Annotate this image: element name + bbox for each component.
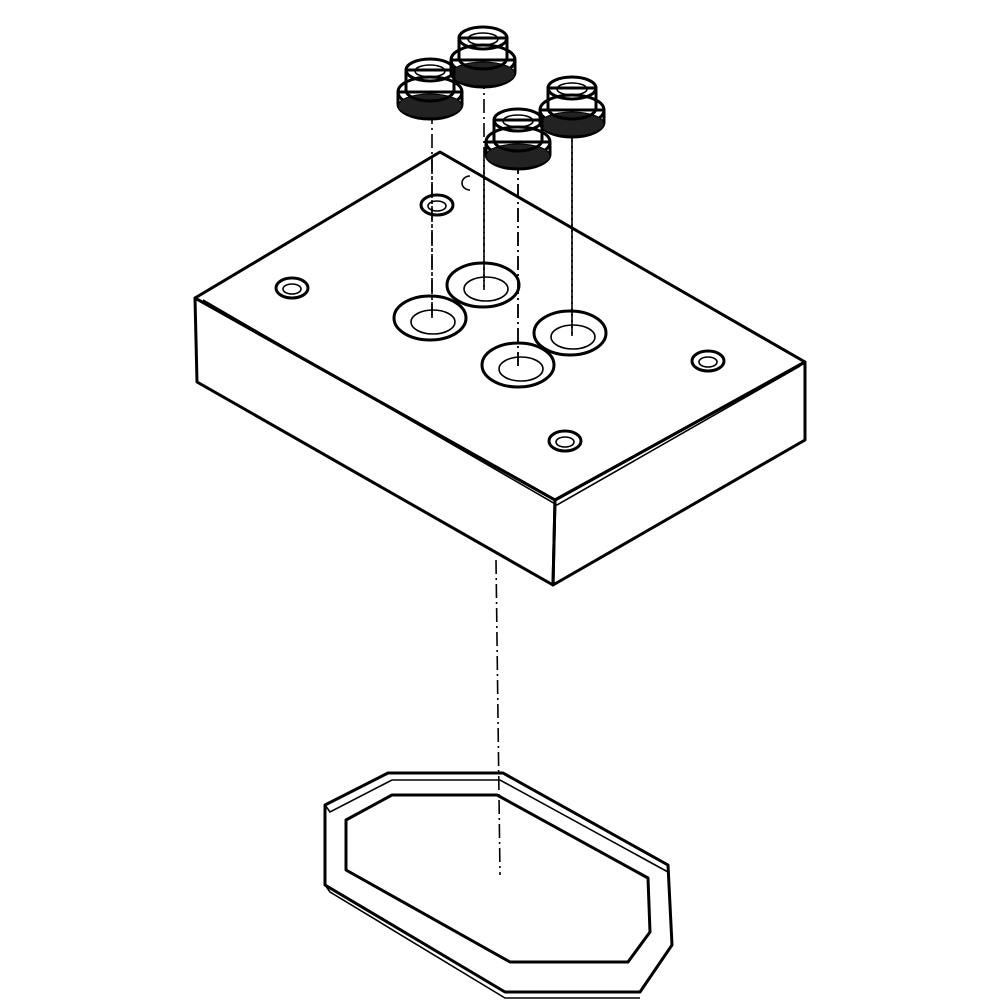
port-inner [550,324,596,350]
fitting [449,25,517,89]
screw-hole [419,193,455,217]
port-inner [498,356,544,382]
screw-thread [282,283,302,295]
port-bore [532,309,608,357]
sub-base-plate [193,150,807,587]
axis-line-plate-gasket [495,559,501,876]
port-bore [480,341,556,389]
screw-hole [274,276,310,300]
assembly-axis-lines [431,75,573,876]
c-mark [461,175,471,191]
port-bore [445,261,521,309]
fitting [396,57,464,121]
screw-hole [690,349,726,373]
port-inner [463,276,509,302]
port-bore [392,294,468,342]
port-inner [410,309,456,335]
fitting [538,75,606,139]
fitting [484,107,552,171]
screw-thread [427,200,447,212]
screw-hole [547,429,583,453]
screw-thread [698,356,718,368]
screw-thread [555,436,575,448]
gasket [323,771,674,999]
